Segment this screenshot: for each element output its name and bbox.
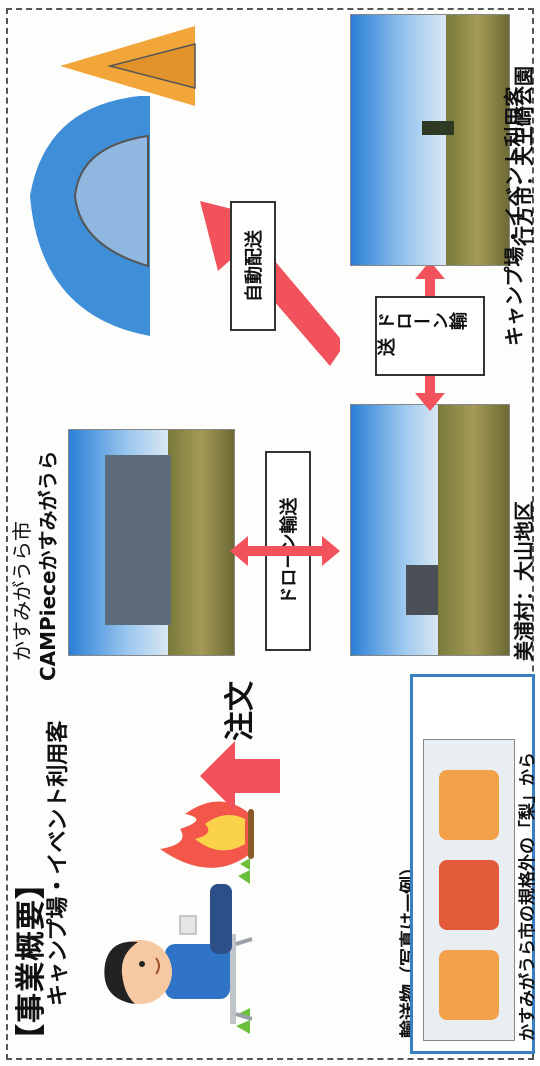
order-arrow [200,741,280,811]
cargo-photo [423,739,515,1041]
cargo-caption: かすみがうら市の規格外の「梨」から [518,752,538,1041]
site-kasumigaura-city: かすみがうら市 [10,521,34,661]
site-kasumigaura-name: CAMPieceかすみがうら [36,450,60,681]
photo-namegata [350,14,510,266]
cargo-box: かすみがうら市の規格外の「梨」から [410,674,538,1054]
site-miho: 美浦村：大山地区 [512,501,536,661]
drone-arrow-1 [230,521,340,581]
photo-miho [350,404,510,656]
drone-transport-label-2: ドローン輸送 [375,296,485,376]
tents-illustration [20,26,210,346]
photo-kasumigaura [68,429,235,656]
order-label: 注文 [223,681,258,741]
camp-customer-label: キャンプ場・イベント利用客 [502,86,526,346]
customer-label: キャンプ場・イベント利用客 [46,720,71,1006]
auto-delivery-label: 自動配送 [230,201,276,331]
camper-illustration [80,764,260,1054]
